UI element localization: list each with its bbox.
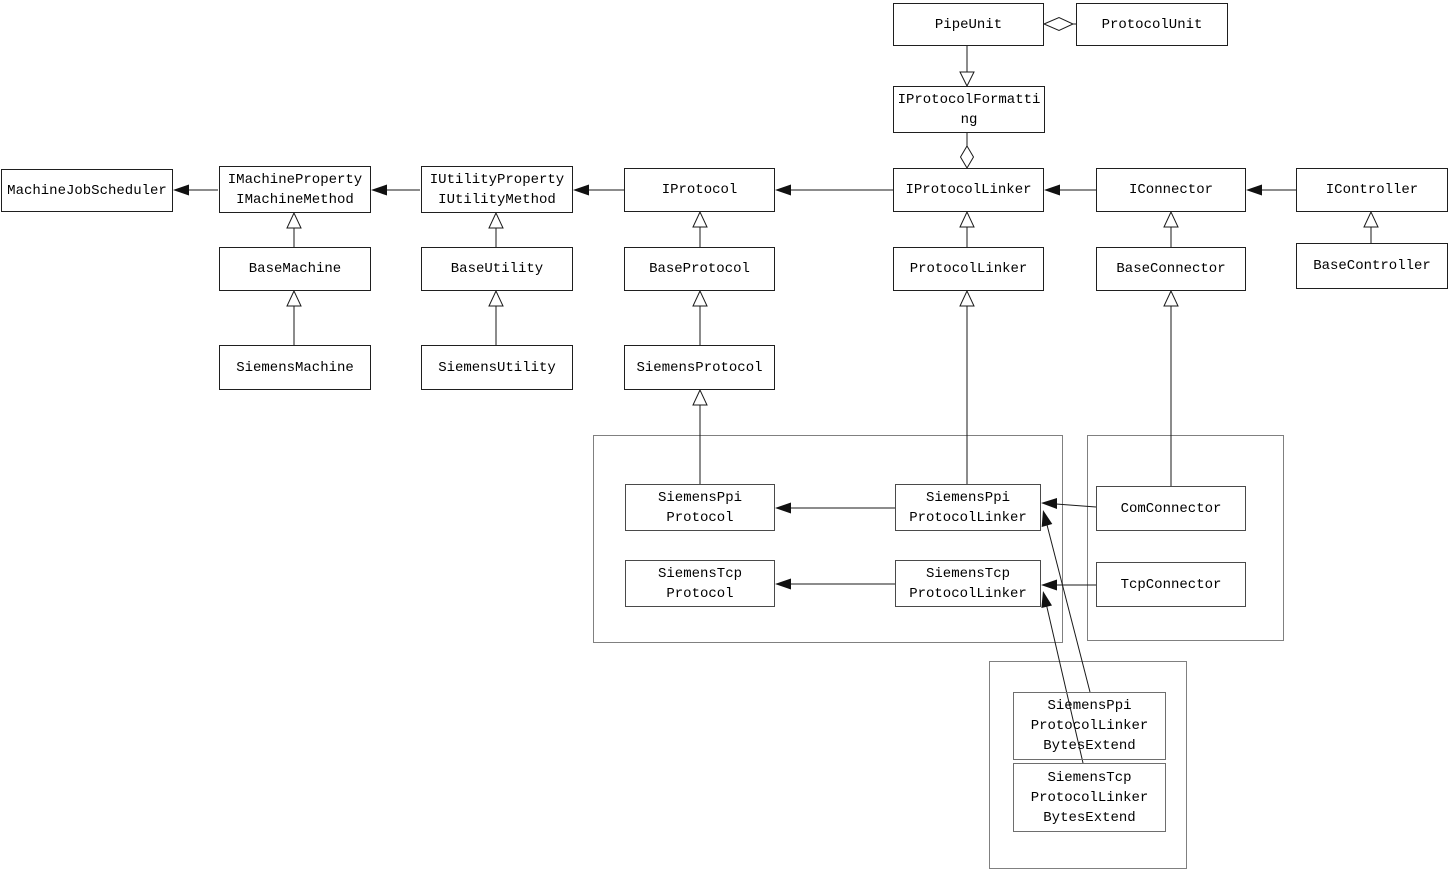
connector-group-box [1087, 435, 1284, 641]
edge-icontroller-to-iconnector [1246, 184, 1296, 196]
edge-baseconnector-inherits-iconnector [1163, 210, 1179, 247]
class-box-protocolunit: ProtocolUnit [1076, 3, 1228, 46]
edge-protocollinker-inherits-iprotocollinker [959, 210, 975, 247]
edge-iutilityproperty-to-imachineproperty [371, 184, 420, 196]
edge-tcpconnector-to-siemenstcpprotocollinker [1041, 579, 1096, 591]
edge-basemachine-inherits-imachineproperty [286, 211, 302, 247]
class-box-iprotocollinker: IProtocolLinker [893, 168, 1044, 212]
class-box-basecontroller: BaseController [1296, 243, 1448, 289]
edge-siemenstcpprotocollinkerbytesextend-to-siemenstcpprotocollinker [1041, 591, 1084, 764]
class-box-siemensmachine: SiemensMachine [219, 345, 371, 390]
edge-comconnector-inherits-baseconnector [1163, 289, 1179, 486]
edge-pipeunit-aggregates-protocolunit [1042, 16, 1076, 32]
edge-imachineproperty-to-machinejobscheduler [173, 184, 218, 196]
class-box-baseconnector: BaseConnector [1096, 247, 1246, 291]
class-box-basemachine: BaseMachine [219, 247, 371, 291]
class-box-imachineproperty: IMachineProperty IMachineMethod [219, 166, 371, 213]
edge-iprotocollinker-to-iprotocol [775, 184, 893, 196]
class-box-siemenstcpprotocollinker: SiemensTcp ProtocolLinker [895, 560, 1041, 607]
edge-iprotocol-to-iutilityproperty [573, 184, 624, 196]
class-box-pipeunit: PipeUnit [893, 3, 1044, 46]
class-box-siemenstcpprotocol: SiemensTcp Protocol [625, 560, 775, 607]
siemens-protocol-group-box [593, 435, 1063, 643]
class-box-iprotocol: IProtocol [624, 168, 775, 212]
class-box-baseprotocol: BaseProtocol [624, 247, 775, 291]
class-box-iconnector: IConnector [1096, 168, 1246, 212]
edge-siemensppiprotocollinker-to-siemensppiprotocol [775, 502, 895, 514]
class-box-iutilityproperty: IUtilityProperty IUtilityMethod [421, 166, 573, 213]
class-box-siemensutility: SiemensUtility [421, 345, 573, 390]
edge-iprotocolformatting-aggregates-iprotocollinker [959, 133, 975, 169]
edge-pipeunit-realizes-iprotocolformatting [959, 46, 975, 88]
class-box-protocollinker: ProtocolLinker [893, 247, 1044, 291]
class-box-iprotocolformatting: IProtocolFormatti ng [893, 86, 1045, 133]
edge-baseutility-inherits-iutilityproperty [488, 211, 504, 247]
class-box-siemensppiprotocol: SiemensPpi Protocol [625, 484, 775, 531]
edge-siemensppiprotocollinker-inherits-protocollinker [959, 289, 975, 484]
class-box-baseutility: BaseUtility [421, 247, 573, 291]
edge-baseprotocol-inherits-iprotocol [692, 210, 708, 247]
class-box-icontroller: IController [1296, 168, 1448, 212]
edge-siemensppiprotocollinkerbytesextend-to-siemensppiprotocollinker [1041, 510, 1091, 693]
edge-comconnector-to-siemensppiprotocollinker [1041, 498, 1097, 509]
edge-siemensutility-inherits-baseutility [488, 289, 504, 345]
edge-basecontroller-inherits-icontroller [1363, 210, 1379, 243]
class-box-machinejobscheduler: MachineJobScheduler [1, 169, 173, 212]
class-box-comconnector: ComConnector [1096, 486, 1246, 531]
class-box-siemensprotocol: SiemensProtocol [624, 345, 775, 390]
class-box-siemensppiprotocollinkerbytesextend: SiemensPpi ProtocolLinker BytesExtend [1013, 692, 1166, 760]
class-box-tcpconnector: TcpConnector [1096, 562, 1246, 607]
class-box-siemenstcpprotocollinkerbytesextend: SiemensTcp ProtocolLinker BytesExtend [1013, 763, 1166, 832]
edge-siemensprotocol-inherits-baseprotocol [692, 289, 708, 345]
edge-siemensmachine-inherits-basemachine [286, 289, 302, 345]
edge-iconnector-to-iprotocollinker [1044, 184, 1096, 196]
edge-siemenstcpprotocollinker-to-siemenstcpprotocol [775, 578, 895, 590]
class-box-siemensppiprotocollinker: SiemensPpi ProtocolLinker [895, 484, 1041, 531]
edge-siemensppiprotocol-inherits-siemensprotocol [692, 388, 708, 484]
bytes-extend-group-box [989, 661, 1187, 869]
